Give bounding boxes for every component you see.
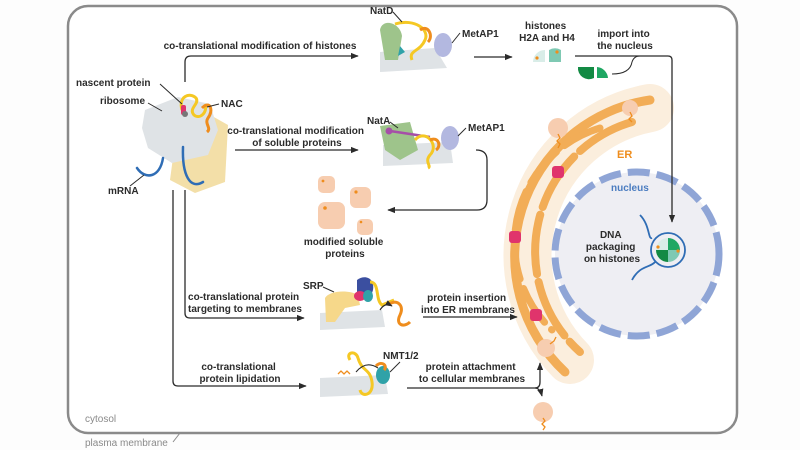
membrane-protein	[533, 402, 553, 422]
membrane-attachment-arrow-down	[534, 387, 544, 397]
nac-label: NAC	[221, 99, 243, 110]
natd-label: NatD	[370, 6, 393, 17]
lipidation-pathway-arrow	[172, 190, 307, 390]
nuclear-import-arrow	[575, 55, 676, 223]
nucleus: nucleus DNA packaging on histones	[551, 168, 723, 340]
mrna	[135, 156, 165, 177]
nascent-protein-label: nascent protein	[76, 78, 150, 89]
histone-pathway-label: co-translational modification of histone…	[164, 41, 357, 52]
mrna-label: mRNA	[108, 186, 139, 197]
histone-pathway-arrow	[184, 52, 359, 82]
er-protein	[622, 100, 638, 116]
srp-complex	[320, 277, 412, 330]
metap1-label-2: MetAP1	[468, 123, 505, 134]
import-label: import into the nucleus	[597, 29, 653, 52]
membrane-attachment-label: protein attachment to cellular membranes	[419, 362, 526, 385]
ribosome-label: ribosome	[100, 96, 145, 107]
er-protein	[548, 118, 568, 138]
histone-dimer	[533, 48, 561, 62]
nucleus-label: nucleus	[611, 183, 649, 194]
targeting-pathway-label: co-translational protein targeting to me…	[188, 292, 302, 315]
srp-label: SRP	[303, 281, 324, 292]
dna-packaging-label: DNA packaging on histones	[584, 230, 641, 265]
ribosome	[135, 93, 228, 193]
imported-histones	[577, 67, 608, 80]
er-insertion-label: protein insertion into ER membranes	[421, 293, 515, 316]
targeting-pathway-arrow	[184, 190, 305, 322]
soluble-proteins	[318, 176, 373, 235]
natd-complex	[380, 21, 452, 72]
to-soluble-arrow	[387, 149, 488, 214]
histones-label: histones H2A and H4	[519, 21, 575, 44]
nmt-label: NMT1/2	[383, 351, 419, 362]
er-label: ER	[617, 149, 632, 161]
translocon	[530, 309, 542, 321]
soluble-pathway-label: co-translational modification of soluble…	[227, 126, 366, 149]
cytosol-label: cytosol	[85, 414, 116, 425]
nata-complex	[380, 122, 459, 170]
nmt-complex	[320, 351, 390, 397]
nata-label: NatA	[367, 116, 390, 127]
metap1-label-1: MetAP1	[462, 29, 499, 40]
lipidation-pathway-label: co-translational protein lipidation	[199, 362, 280, 385]
translocon	[509, 231, 521, 243]
plasma-membrane-label: plasma membrane	[85, 438, 168, 449]
modified-soluble-label: modified soluble proteins	[304, 237, 386, 260]
translocon	[552, 166, 564, 178]
er: ER	[503, 84, 674, 384]
nucleosome	[631, 214, 686, 281]
